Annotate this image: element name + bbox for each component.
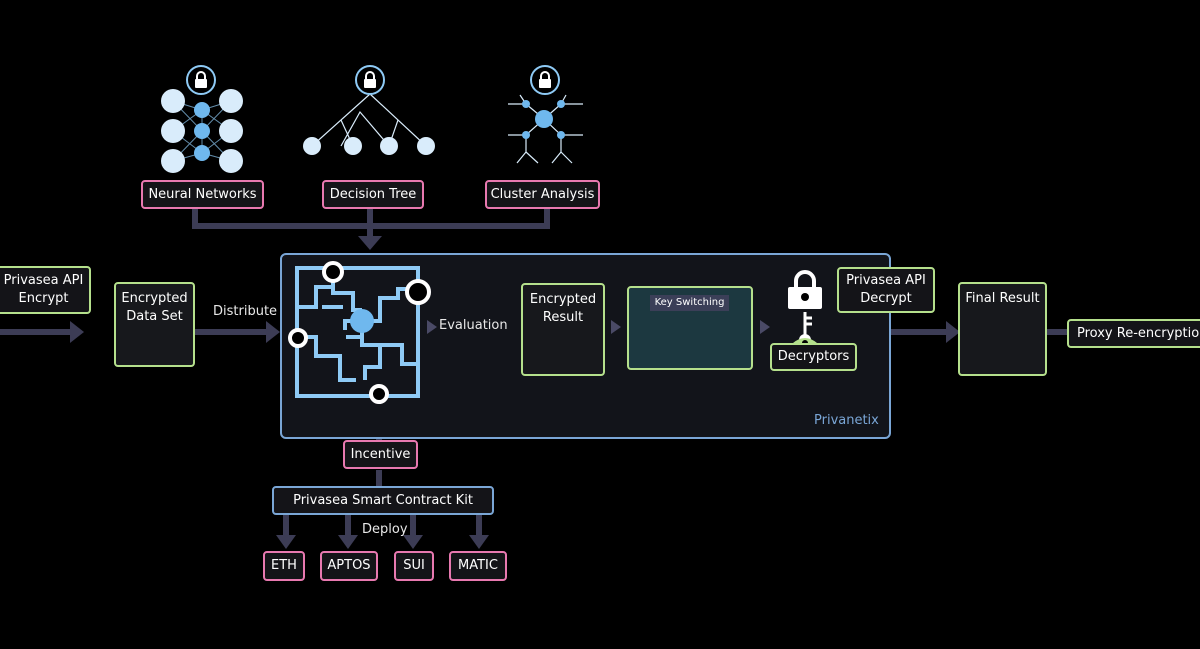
cluster-analysis-label: Cluster Analysis: [485, 180, 600, 209]
final-result-node: Final Result: [958, 282, 1047, 376]
final-result-label: Final Result: [965, 291, 1040, 306]
lock-icon: [530, 65, 560, 95]
evaluation-label: Evaluation: [439, 318, 508, 333]
chain-aptos: APTOS: [320, 551, 378, 581]
maze-nodes: [288, 261, 431, 404]
deploy-label: Deploy: [362, 522, 408, 537]
decryptors-label: Decryptors: [770, 343, 857, 371]
distribute-label: Distribute: [213, 304, 278, 319]
models-connector: [192, 208, 550, 238]
cluster-analysis-icon: [508, 65, 583, 164]
neural-networks-label: Neural Networks: [141, 180, 264, 209]
encrypted-result-label: Encrypted Result: [529, 292, 597, 325]
lock-icon: [186, 65, 216, 95]
incentive-label: Incentive: [343, 440, 418, 469]
decision-tree-label: Decision Tree: [322, 180, 424, 209]
chain-sui: SUI: [394, 551, 434, 581]
encrypted-data-set-node: Encrypted Data Set: [114, 282, 195, 367]
privanetix-name: Privanetix: [814, 413, 879, 428]
encrypted-data-set-label: Encrypted Data Set: [121, 291, 188, 324]
chain-eth: ETH: [263, 551, 305, 581]
decision-tree-icon: [303, 65, 435, 155]
chevrons: [427, 320, 770, 334]
smart-contract-kit-label: Privasea Smart Contract Kit: [272, 486, 494, 515]
models-arrow: [358, 236, 382, 250]
encrypted-result-node: Encrypted Result: [521, 283, 605, 376]
chain-matic: MATIC: [449, 551, 507, 581]
deploy-arrows: [276, 515, 489, 549]
proxy-reencryption-label: Proxy Re-encryption: [1067, 319, 1200, 348]
api-encrypt-label: Privasea API Encrypt: [0, 266, 91, 314]
api-decrypt-label: Privasea API Decrypt: [837, 267, 935, 313]
maze-icon: [295, 266, 420, 398]
decryptor-icon: [788, 270, 822, 348]
neural-network-icon: [161, 65, 243, 173]
lock-icon: [355, 65, 385, 95]
key-switching-title: Key Switching: [650, 295, 729, 311]
